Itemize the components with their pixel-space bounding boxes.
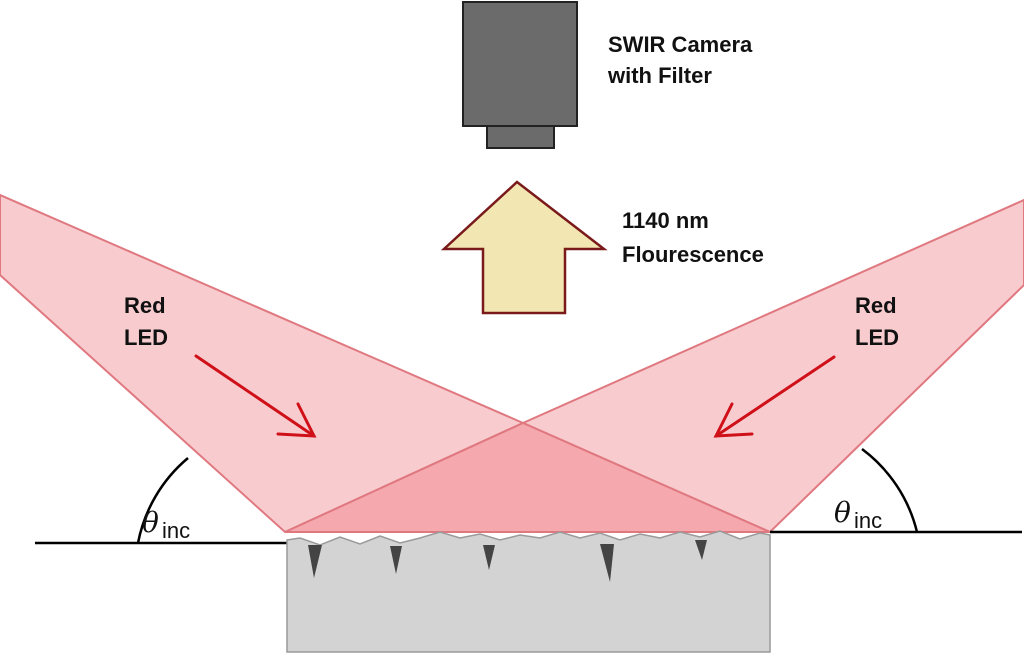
right-angle-symbol: θ (834, 496, 851, 529)
sample-block (286, 530, 771, 653)
beam-overlap-region (284, 421, 771, 533)
camera-body (462, 1, 578, 127)
right-led-direction-arrow (713, 355, 836, 438)
surface-crack (308, 545, 322, 578)
right-led-label-line2: LED (855, 325, 899, 350)
emission-label-line1: 1140 nm (622, 208, 709, 233)
surface-crack (600, 544, 614, 582)
camera-lens (486, 125, 555, 149)
right-angle-arc (861, 447, 919, 533)
surface-crack (390, 546, 402, 574)
surface-crack (483, 545, 495, 570)
left-led-label-line1: Red (124, 293, 166, 318)
left-led-direction-arrow (194, 354, 317, 438)
right-led-label-line1: Red (855, 293, 897, 318)
emission-label-line2: Flourescence (622, 242, 764, 267)
left-angle-arc (136, 457, 189, 544)
camera-label-line1: SWIR Camera (608, 32, 753, 57)
fluorescence-emission-arrow (440, 180, 608, 315)
surface-crack (695, 540, 707, 560)
camera-label-line2: with Filter (607, 63, 712, 88)
left-led-label-line2: LED (124, 325, 168, 350)
right-angle-subscript: inc (854, 508, 882, 533)
left-angle-symbol: θ (142, 506, 159, 539)
left-angle-subscript: inc (162, 518, 190, 543)
